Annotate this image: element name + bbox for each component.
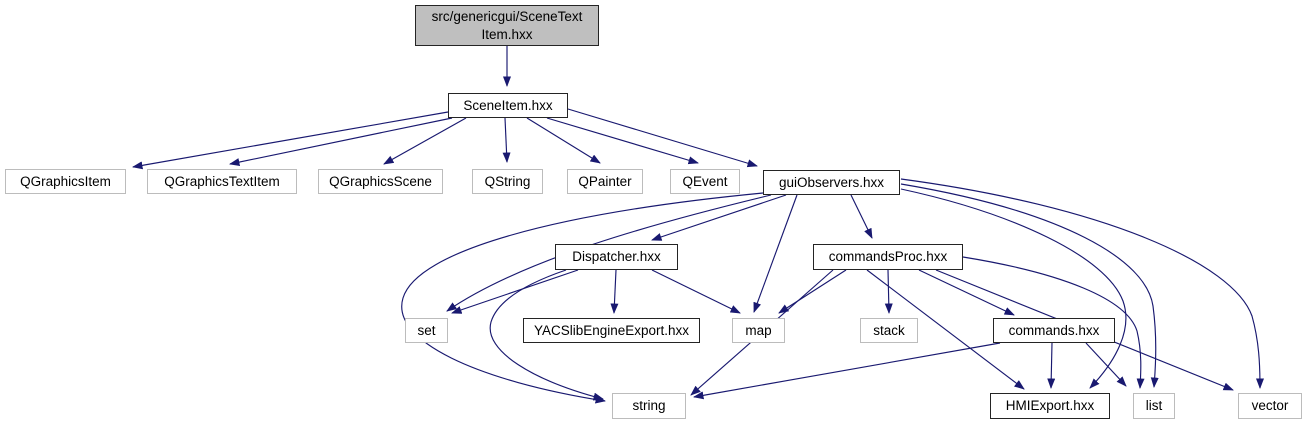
edge-commands-to-list [1085,342,1127,387]
node-commands[interactable]: commands.hxx [993,318,1115,343]
node-qevent: QEvent [670,169,740,194]
edge-commandsproc-to-stack [884,269,893,314]
edge-commands-to-hmiexport [1047,342,1056,389]
edge-sceneitem-to-qstring [502,117,511,163]
edge-dispatcher-to-set [451,269,579,314]
node-map: map [732,318,785,343]
node-sceneitem[interactable]: SceneItem.hxx [448,93,568,118]
node-yacslibengineexport[interactable]: YACSlibEngineExport.hxx [523,318,700,343]
node-stack: stack [860,318,918,343]
edge-guiobservers-to-hmiexport [900,188,1127,389]
node-qpainter: QPainter [567,169,643,194]
node-list: list [1133,393,1175,419]
node-set: set [405,318,448,343]
edge-sceneitem-to-qevent [546,117,699,165]
node-qstring: QString [472,169,543,194]
node-qgraphicsscene: QGraphicsScene [318,169,443,194]
edge-guiobservers-to-dispatcher [651,194,787,241]
edge-dispatcher-to-map [651,269,741,314]
node-hmiexport[interactable]: HMIExport.hxx [990,393,1110,419]
node-guiobservers[interactable]: guiObservers.hxx [763,170,900,195]
edge-guiobservers-to-commandsproc [850,194,873,239]
edge-guiobservers-to-map [753,194,798,313]
edge-sceneitem-to-qgraphicstextitem [229,117,453,166]
node-string: string [612,393,686,419]
node-src-scenetextitem: src/genericgui/SceneText Item.hxx [415,5,599,46]
node-vector: vector [1238,393,1302,419]
edge-guiobservers-to-string [401,192,764,404]
edge-sceneitem-to-qpainter [526,117,601,164]
edge-commandsproc-to-map [778,269,847,314]
edge-commands-to-string [693,342,1001,400]
edge-guiobservers-to-vector [900,178,1264,389]
edge-sceneitem-to-qgraphicsitem [132,111,449,170]
node-commandsproc[interactable]: commandsProc.hxx [813,244,963,270]
edge-dispatcher-to-string [489,269,604,401]
node-qgraphicstextitem: QGraphicsTextItem [147,169,297,194]
edge-guiobservers-to-list [900,183,1159,388]
node-qgraphicsitem: QGraphicsItem [5,169,126,194]
edge-sceneitem-to-qgraphicsscene [383,117,467,165]
node-dispatcher[interactable]: Dispatcher.hxx [555,244,678,270]
edge-commandsproc-to-list [962,256,1145,389]
edge-dispatcher-to-yacslibengineexport [610,269,619,314]
edge-sceneitem-to-guiobservers [567,108,758,168]
edge-commandsproc-to-hmiexport [866,269,1025,390]
edge-commandsproc-to-commands [918,269,1015,316]
